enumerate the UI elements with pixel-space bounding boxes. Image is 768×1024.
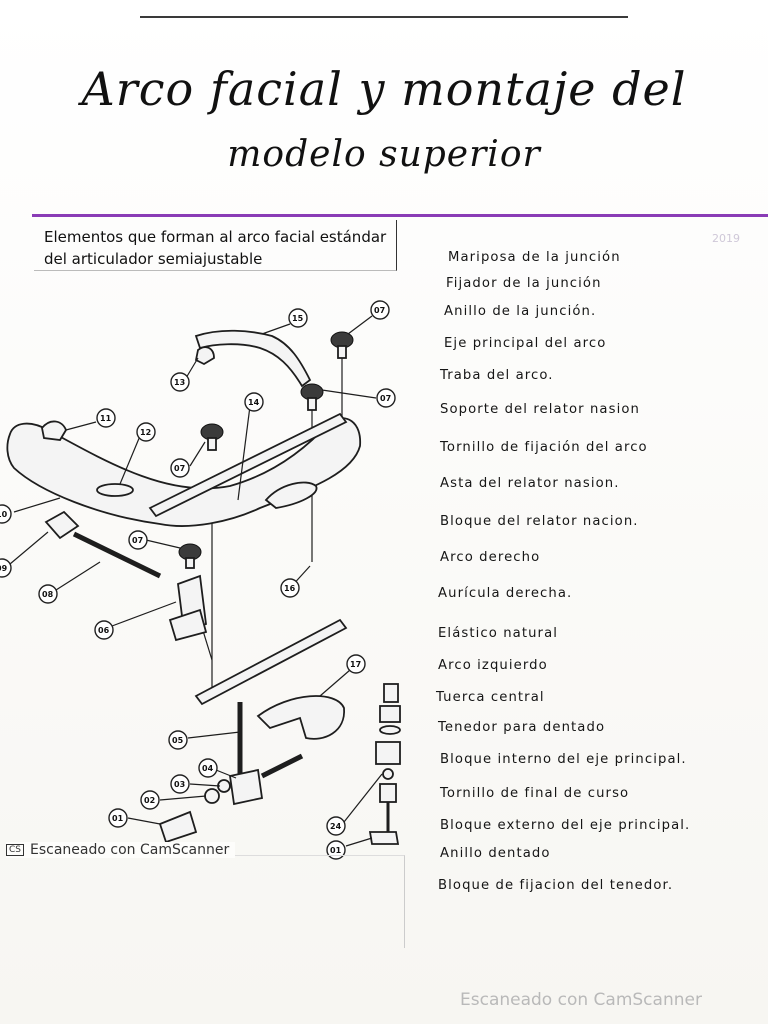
callout-number: 24 <box>330 822 342 831</box>
part-label: Traba del arco. <box>440 368 554 383</box>
callout-number: 15 <box>292 314 304 323</box>
callout-02: 02 <box>140 790 160 810</box>
callout-08: 08 <box>38 584 58 604</box>
callout-05: 05 <box>168 730 188 750</box>
part-label: Anillo de la junción. <box>444 304 597 319</box>
part-label: Elástico natural <box>438 626 559 641</box>
callout-number: 07 <box>132 536 143 545</box>
page-title-line2: modelo superior <box>227 134 541 175</box>
part-label: Mariposa de la junción <box>448 250 621 265</box>
callout-number: 13 <box>174 378 185 387</box>
callout-number: 14 <box>248 398 260 407</box>
callout-number: 04 <box>202 764 214 773</box>
callout-06: 06 <box>94 620 114 640</box>
callout-16: 16 <box>280 578 300 598</box>
part-label: Bloque interno del eje principal. <box>440 752 687 767</box>
callout-04: 04 <box>198 758 218 778</box>
part-label: Bloque externo del eje principal. <box>440 818 691 833</box>
part-label: Anillo dentado <box>440 846 551 861</box>
part-label: Soporte del relator nasion <box>440 402 640 417</box>
part-label: Tornillo de final de curso <box>440 786 630 801</box>
callout-number: 05 <box>172 736 184 745</box>
callout-17: 17 <box>346 654 366 674</box>
callout-07-right: 07 <box>376 388 396 408</box>
callout-number: 01 <box>112 814 124 823</box>
scanner-footer-text: Escaneado con CamScanner <box>30 842 230 858</box>
part-label: Asta del relator nasion. <box>440 476 620 491</box>
watermark: Escaneado con CamScanner <box>460 990 702 1010</box>
part-label: Tenedor para dentado <box>438 720 606 735</box>
callout-number: 08 <box>42 590 54 599</box>
callout-07-left: 07 <box>170 458 190 478</box>
callout-10: 10 <box>0 504 12 524</box>
callout-15: 15 <box>288 308 308 328</box>
part-label: Bloque del relator nacion. <box>440 514 639 529</box>
callout-number: 17 <box>350 660 361 669</box>
callout-11: 11 <box>96 408 116 428</box>
callout-number: 09 <box>0 564 8 573</box>
callout-07-top: 07 <box>370 300 390 320</box>
callout-number: 06 <box>98 626 110 635</box>
callout-07-mid: 07 <box>128 530 148 550</box>
callout-14: 14 <box>244 392 264 412</box>
callout-03: 03 <box>170 774 190 794</box>
page-title-line1: Arco facial y montaje del <box>81 62 687 116</box>
callout-12: 12 <box>136 422 156 442</box>
callout-number: 07 <box>174 464 185 473</box>
callout-number: 12 <box>140 428 151 437</box>
callout-number: 11 <box>100 414 112 423</box>
callout-number: 10 <box>0 510 8 519</box>
part-label: Arco izquierdo <box>438 658 548 673</box>
faint-date: 2019 <box>712 232 740 245</box>
top-rule <box>140 16 628 18</box>
part-label: Tornillo de fijación del arco <box>440 440 648 455</box>
callout-number: 03 <box>174 780 185 789</box>
callout-number: 07 <box>374 306 385 315</box>
part-label: Arco derecho <box>440 550 541 565</box>
part-label: Fijador de la junción <box>446 276 602 291</box>
callout-number: 02 <box>144 796 155 805</box>
callout-09: 09 <box>0 558 12 578</box>
callout-number: 16 <box>284 584 296 593</box>
face-bow-diagram: 15 07 13 07 14 11 12 07 10 09 07 08 06 1… <box>0 300 401 860</box>
purple-divider <box>32 214 768 217</box>
part-label: Aurícula derecha. <box>438 586 573 601</box>
callout-24: 24 <box>326 816 346 836</box>
callout-13: 13 <box>170 372 190 392</box>
callout-number: 01 <box>330 846 342 855</box>
blank-box <box>36 855 405 948</box>
part-label: Bloque de fijacion del tenedor. <box>438 878 674 893</box>
part-label: Tuerca central <box>436 690 545 705</box>
callout-number: 07 <box>380 394 391 403</box>
note-box <box>34 220 397 271</box>
note-text: Elementos que forman al arco facial está… <box>44 228 387 268</box>
callout-01-left: 01 <box>108 808 128 828</box>
scanner-footer: CS Escaneado con CamScanner <box>6 842 236 858</box>
camscanner-icon: CS <box>6 844 24 856</box>
callout-01-right: 01 <box>326 840 346 860</box>
part-label: Eje principal del arco <box>444 336 607 351</box>
